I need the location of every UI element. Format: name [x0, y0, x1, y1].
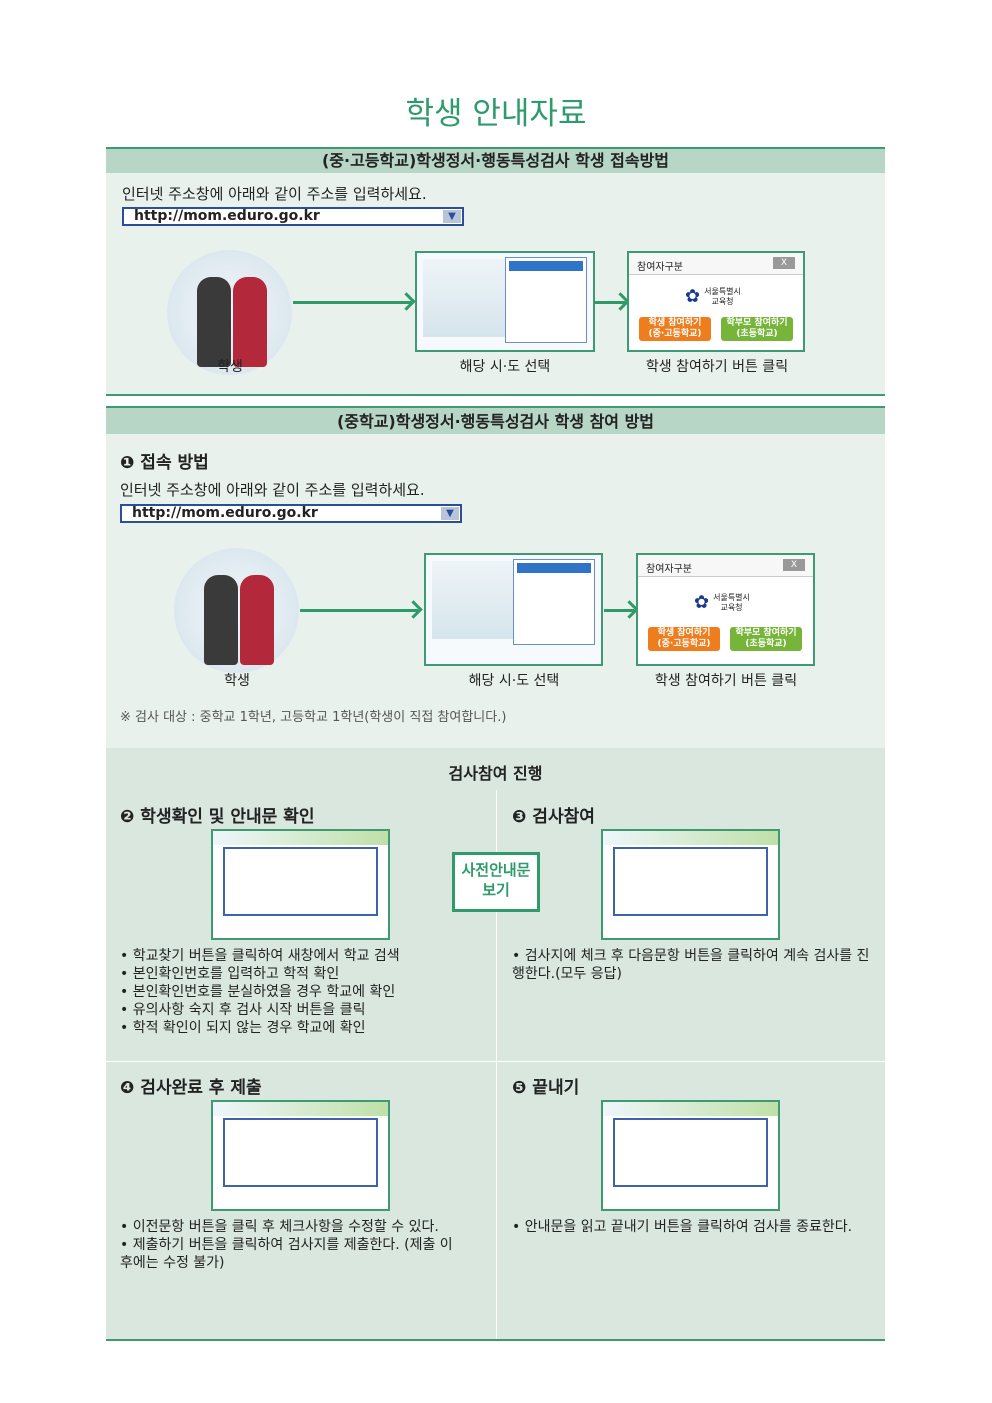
arrow-icon — [595, 301, 625, 304]
step-caption: 해당 시·도 선택 — [468, 673, 560, 689]
progress-title: 검사참여 진행 — [448, 764, 543, 783]
divider — [106, 1339, 885, 1341]
step2-screenshot — [211, 829, 390, 940]
list-item: 유의사항 숙지 후 검사 시작 버튼을 클릭 — [120, 1001, 400, 1019]
target-note: ※ 검사 대상 : 중학교 1학년, 고등학교 1학년(학생이 직접 참여합니다… — [120, 710, 507, 725]
step-caption: 해당 시·도 선택 — [459, 359, 551, 375]
arrow-icon — [293, 301, 411, 304]
parent-participate-button[interactable]: 학부모 참여하기(초등학교) — [730, 627, 802, 651]
step3-screenshot — [601, 829, 780, 940]
section2-header: (중학교)학생정서·행동특성검사 학생 참여 방법 — [106, 406, 885, 434]
org-name-line1: 서울특별시 — [704, 287, 741, 296]
step2-title: ❷ 학생확인 및 안내문 확인 — [120, 807, 315, 827]
list-item: 제출하기 버튼을 클릭하여 검사지를 제출한다. (제출 이후에는 수정 불가) — [120, 1236, 460, 1272]
arrow-icon — [604, 609, 634, 612]
step2-list: 학교찾기 버튼을 클릭하여 새창에서 학교 검색 본인확인번호를 입력하고 학적… — [120, 947, 400, 1037]
list-item: 안내문을 읽고 끝내기 버튼을 클릭하여 검사를 종료한다. — [512, 1218, 877, 1236]
step4-title: ❹ 검사완료 후 제출 — [120, 1078, 262, 1098]
divider — [496, 790, 497, 1340]
site-screenshot — [424, 553, 603, 666]
url-text: http://mom.eduro.go.kr — [134, 208, 320, 224]
step5-screenshot — [601, 1100, 780, 1211]
url-field[interactable]: http://mom.eduro.go.kr ▼ — [122, 207, 464, 226]
close-icon[interactable]: X — [773, 257, 795, 269]
site-screenshot — [415, 251, 595, 352]
step5-title: ❺ 끝내기 — [512, 1078, 580, 1098]
student-participate-button[interactable]: 학생 참여하기(중·고등학교) — [639, 317, 711, 341]
parent-participate-button[interactable]: 학부모 참여하기(초등학교) — [721, 317, 793, 341]
list-item: 본인확인번호를 분실하였을 경우 학교에 확인 — [120, 983, 400, 1001]
student-participate-button[interactable]: 학생 참여하기(중·고등학교) — [648, 627, 720, 651]
instruction: 인터넷 주소창에 아래와 같이 주소를 입력하세요. — [120, 481, 425, 499]
org-name-line1: 서울특별시 — [713, 593, 750, 602]
step-caption: 학생 참여하기 버튼 클릭 — [654, 673, 798, 689]
arrow-icon — [300, 609, 418, 612]
step-caption: 학생 — [217, 359, 243, 375]
step-caption: 학생 참여하기 버튼 클릭 — [645, 359, 789, 375]
list-item: 학적 확인이 되지 않는 경우 학교에 확인 — [120, 1019, 400, 1037]
list-item: 이전문항 버튼을 클릭 후 체크사항을 수정할 수 있다. — [120, 1218, 460, 1236]
dropdown-icon[interactable]: ▼ — [443, 210, 461, 223]
org-logo-icon: ✿ — [685, 286, 701, 307]
url-field[interactable]: http://mom.eduro.go.kr ▼ — [120, 504, 462, 523]
step1-title: ❶ 접속 방법 — [120, 453, 209, 473]
url-text: http://mom.eduro.go.kr — [132, 505, 318, 521]
dialog-title: 참여자구분 — [638, 555, 813, 577]
step3-title: ❸ 검사참여 — [512, 807, 595, 827]
section1-header: (중·고등학교)학생정서·행동특성검사 학생 접속방법 — [106, 147, 885, 173]
close-icon[interactable]: X — [783, 559, 805, 571]
org-logo-icon: ✿ — [694, 592, 710, 613]
step3-list: 검사지에 체크 후 다음문항 버튼을 클릭하여 계속 검사를 진행한다.(모두 … — [512, 947, 877, 983]
instruction: 인터넷 주소창에 아래와 같이 주소를 입력하세요. — [122, 185, 427, 203]
page-title: 학생 안내자료 — [405, 96, 587, 132]
step4-screenshot — [211, 1100, 390, 1211]
org-name-line2: 교육청 — [711, 297, 734, 306]
list-item: 검사지에 체크 후 다음문항 버튼을 클릭하여 계속 검사를 진행한다.(모두 … — [512, 947, 877, 983]
dialog-title: 참여자구분 — [629, 253, 803, 275]
students-image — [174, 548, 299, 673]
list-item: 본인확인번호를 입력하고 학적 확인 — [120, 965, 400, 983]
divider — [106, 1061, 885, 1062]
step5-list: 안내문을 읽고 끝내기 버튼을 클릭하여 검사를 종료한다. — [512, 1218, 877, 1236]
students-image — [167, 250, 292, 375]
list-item: 학교찾기 버튼을 클릭하여 새창에서 학교 검색 — [120, 947, 400, 965]
step-caption: 학생 — [224, 673, 250, 689]
divider — [106, 394, 885, 396]
dropdown-icon[interactable]: ▼ — [441, 507, 459, 520]
step4-list: 이전문항 버튼을 클릭 후 체크사항을 수정할 수 있다. 제출하기 버튼을 클… — [120, 1218, 460, 1272]
org-name-line2: 교육청 — [720, 603, 743, 612]
